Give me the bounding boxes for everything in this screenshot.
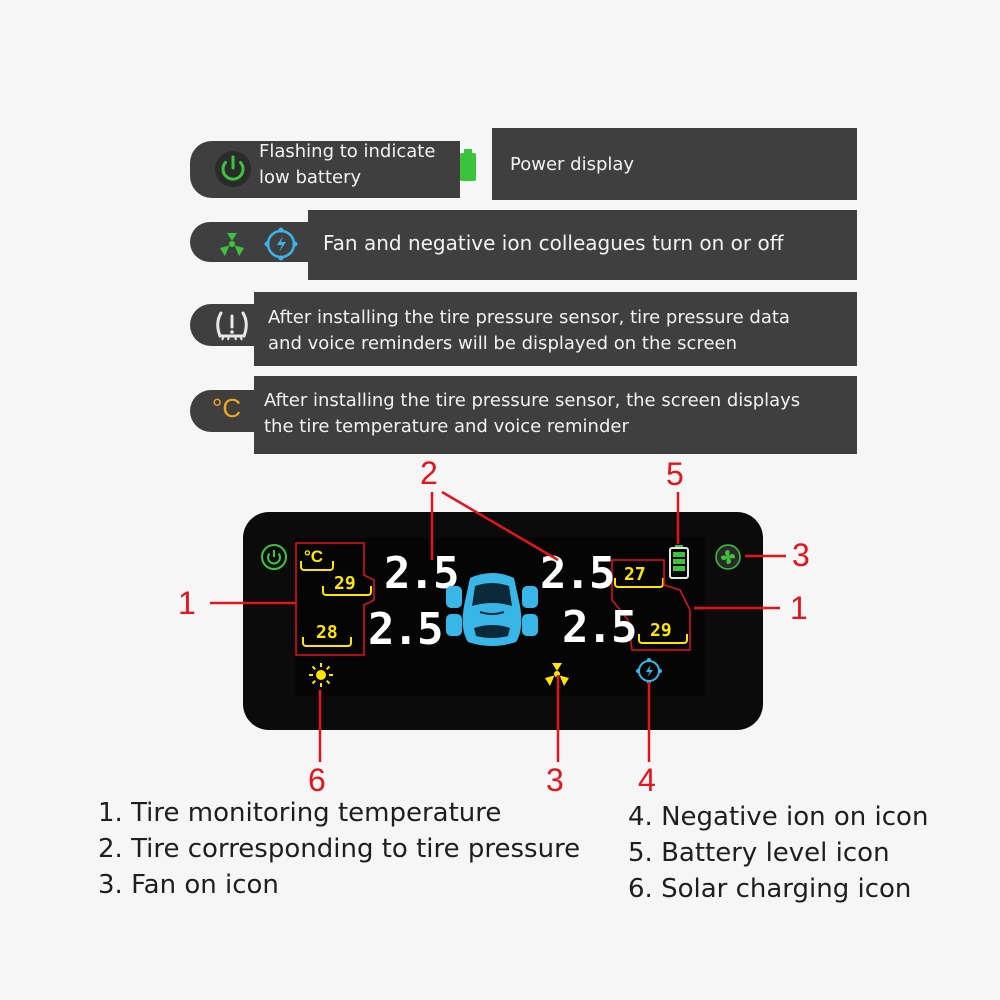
legend-item-1: 1. Tire monitoring temperature xyxy=(98,798,502,828)
lcd-temp-rear-right: 29 xyxy=(650,620,672,641)
info-row-4-text: After installing the tire pressure senso… xyxy=(268,305,790,357)
lcd-temp-rear-right-bracket xyxy=(638,634,688,644)
lcd-pressure-rear-right: 2.5 xyxy=(562,602,637,653)
lcd-temp-front-left-bracket xyxy=(322,586,372,596)
car-icon xyxy=(440,566,544,650)
lcd-unit-bracket xyxy=(300,561,334,571)
info-row-4-line2: and voice reminders will be displayed on… xyxy=(268,333,738,354)
lcd-pressure-rear-left: 2.5 xyxy=(368,604,443,655)
negative-ion-icon xyxy=(262,225,300,263)
info-row-4-line1: After installing the tire pressure senso… xyxy=(268,307,790,328)
fan-button-icon[interactable] xyxy=(714,543,742,571)
legend-item-3: 3. Fan on icon xyxy=(98,870,279,900)
legend-right: 4. Negative ion on icon 5. Battery level… xyxy=(628,799,928,907)
lcd-temp-front-right: 27 xyxy=(624,564,646,585)
callout-2: 2 xyxy=(420,455,438,491)
callout-1-right: 1 xyxy=(790,590,808,626)
info-row-2-box xyxy=(492,128,857,200)
callout-6: 6 xyxy=(308,762,326,798)
callout-5: 5 xyxy=(666,456,684,492)
lcd-temp-rear-left-bracket xyxy=(302,637,352,647)
legend-item-4: 4. Negative ion on icon xyxy=(628,802,929,832)
info-row-5-line2: the tire temperature and voice reminder xyxy=(264,416,629,437)
solar-icon xyxy=(308,662,334,688)
power-button-icon[interactable] xyxy=(260,543,288,571)
info-row-2-text: Power display xyxy=(510,154,635,175)
info-row-4-box xyxy=(254,292,857,366)
lcd-celsius-unit: °C xyxy=(304,547,324,566)
legend-item-5: 5. Battery level icon xyxy=(628,838,890,868)
info-row-3-box xyxy=(308,210,857,280)
fan-icon xyxy=(216,228,248,260)
lcd-temp-front-left: 29 xyxy=(334,573,356,594)
callout-3-right: 3 xyxy=(792,537,810,573)
power-icon xyxy=(213,149,253,189)
info-row-5-line1: After installing the tire pressure senso… xyxy=(264,390,801,411)
info-row-1-line1: Flashing to indicate xyxy=(259,141,436,162)
legend-item-6: 6. Solar charging icon xyxy=(628,874,912,904)
tire-pressure-icon xyxy=(212,308,252,344)
battery-icon xyxy=(458,148,478,184)
info-row-3-text: Fan and negative ion colleagues turn on … xyxy=(323,231,784,255)
info-row-5-text: After installing the tire pressure senso… xyxy=(264,388,800,440)
callout-4: 4 xyxy=(638,762,656,798)
lcd-battery-icon xyxy=(668,544,690,580)
lcd-temp-front-right-bracket xyxy=(614,578,664,588)
legend-item-2: 2. Tire corresponding to tire pressure xyxy=(98,834,581,864)
info-row-5-box xyxy=(254,376,857,454)
legend-left: 1. Tire monitoring temperature 2. Tire c… xyxy=(98,795,580,903)
callout-3-bottom: 3 xyxy=(546,762,564,798)
celsius-icon: °C xyxy=(212,393,242,423)
callout-1-left: 1 xyxy=(178,585,196,621)
info-row-3-pill xyxy=(190,222,320,262)
info-row-1-text: Flashing to indicate low battery xyxy=(259,139,459,191)
lcd-temp-rear-left: 28 xyxy=(316,622,338,643)
info-row-1-line2: low battery xyxy=(259,167,362,188)
